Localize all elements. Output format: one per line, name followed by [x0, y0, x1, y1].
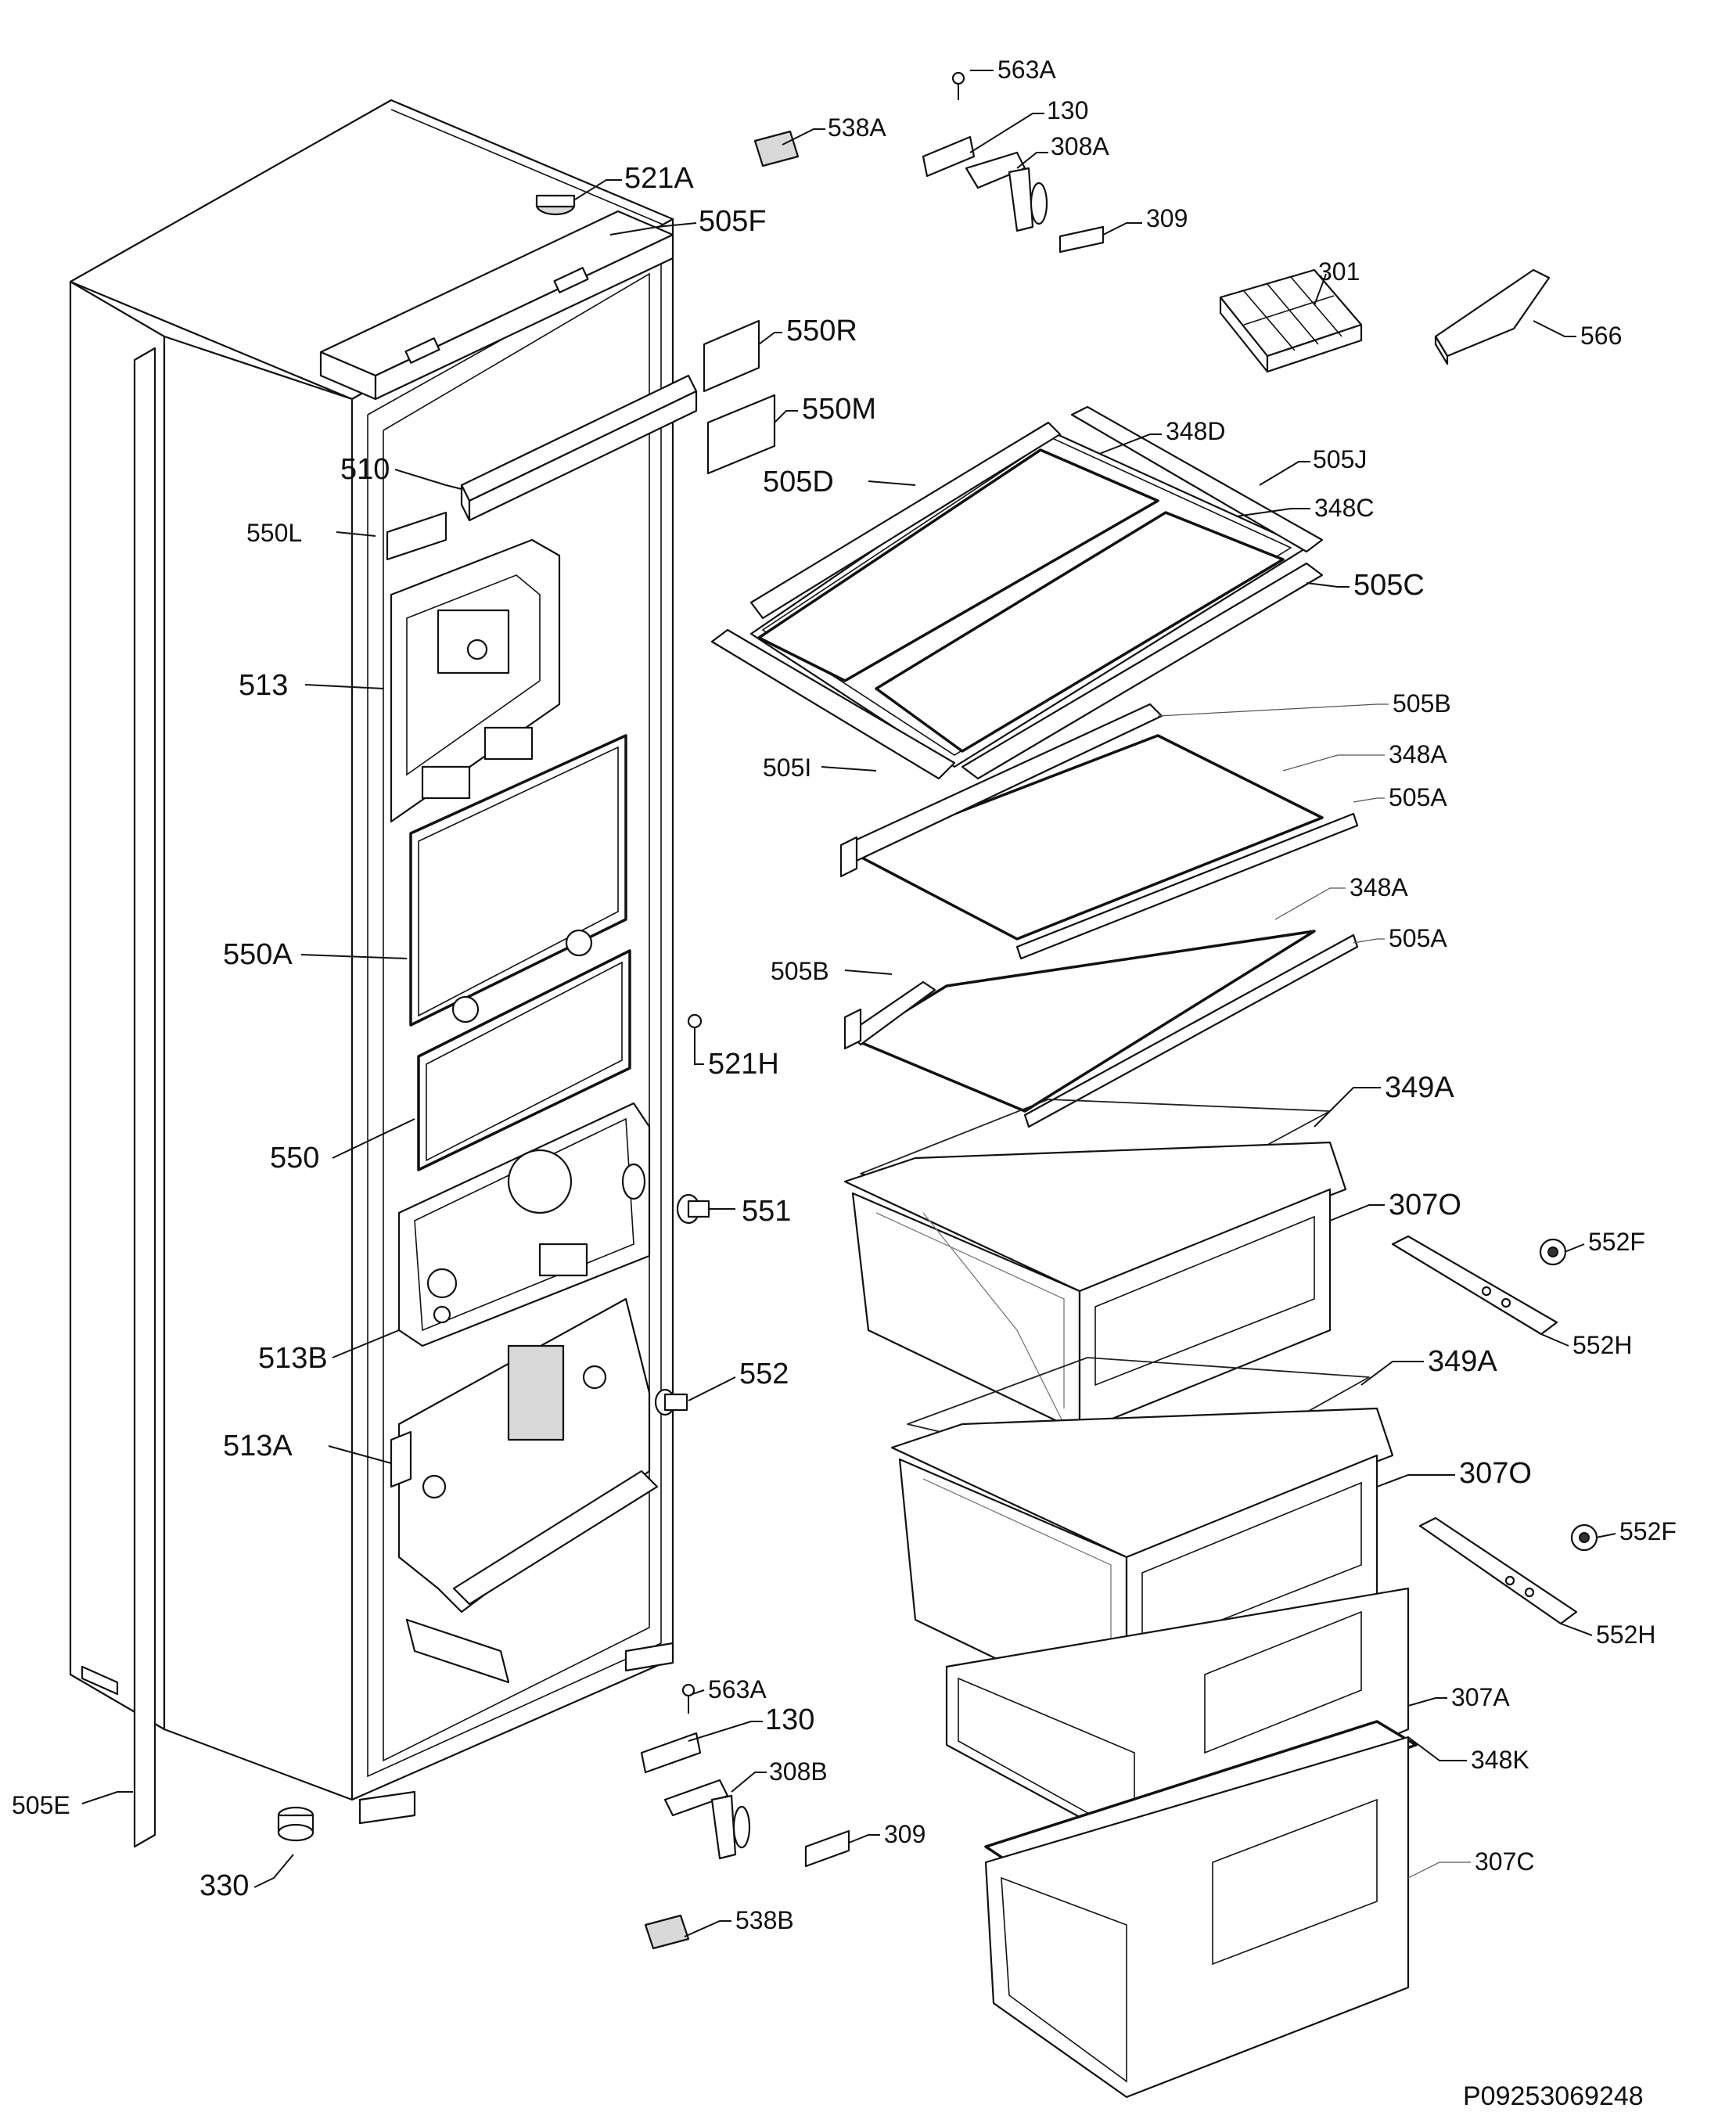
hinge-plate-130-top	[922, 135, 976, 178]
label-308B: 308B	[769, 1757, 828, 1786]
label-348C: 348C	[1314, 494, 1375, 522]
label-307O-top: 307O	[1389, 1189, 1461, 1221]
label-513A: 513A	[223, 1430, 293, 1462]
label-550A: 550A	[223, 938, 293, 971]
label-308A: 308A	[1051, 132, 1109, 160]
sticker-309-top	[1058, 225, 1105, 254]
label-563A-top: 563A	[997, 56, 1056, 84]
label-505B-top: 505B	[1393, 689, 1451, 718]
label-505E: 505E	[12, 1791, 70, 1819]
roller-552f-bottom	[1570, 1523, 1598, 1552]
air-duct-513	[390, 538, 561, 823]
label-349A-bot: 349A	[1428, 1345, 1497, 1378]
drawer-307c	[984, 1736, 1410, 2099]
label-521H: 521H	[708, 1048, 779, 1081]
label-505C: 505C	[1353, 569, 1425, 602]
label-550M: 550M	[802, 393, 876, 426]
label-550R: 550R	[786, 315, 857, 347]
label-349A-top: 349A	[1385, 1071, 1454, 1104]
glass-shelf-348a-bottom	[843, 930, 1359, 1128]
cover-550a	[409, 734, 627, 1027]
document-code: P09253069248	[1463, 2081, 1644, 2111]
cover-550	[417, 949, 631, 1171]
label-348A-top: 348A	[1389, 740, 1447, 768]
label-552: 552	[739, 1358, 789, 1390]
sticker-550r	[703, 319, 760, 393]
label-552H-bot: 552H	[1596, 1621, 1656, 1649]
label-552F-top: 552F	[1588, 1228, 1645, 1256]
scoop-566	[1434, 268, 1551, 365]
sticker-309-bottom	[804, 1829, 850, 1868]
part-labels: 563A 130 538A 308A 521A 309 505F 301 566…	[12, 56, 1677, 2111]
label-505F: 505F	[699, 205, 767, 238]
label-510: 510	[340, 453, 390, 486]
sticker-550l	[386, 511, 447, 561]
side-trim-505e	[133, 347, 156, 1848]
label-550L: 550L	[246, 519, 302, 547]
label-130-bot: 130	[765, 1703, 814, 1736]
hinge-308b	[663, 1779, 751, 1860]
rail-552h-bottom	[1418, 1516, 1578, 1625]
label-348K: 348K	[1471, 1746, 1529, 1774]
screw-563a-top	[951, 71, 965, 100]
pin-551	[676, 1193, 710, 1225]
hinge-308a	[965, 151, 1048, 232]
label-348D: 348D	[1166, 417, 1226, 445]
label-552F-bot: 552F	[1619, 1517, 1677, 1545]
label-301: 301	[1318, 257, 1360, 286]
label-505D: 505D	[763, 466, 834, 498]
label-521A: 521A	[624, 162, 694, 195]
label-505I: 505I	[763, 754, 811, 782]
label-309-bot: 309	[884, 1820, 926, 1848]
leader-lines	[81, 70, 1616, 1937]
hinge-plate-130-bottom	[640, 1732, 702, 1774]
label-505B-mid: 505B	[771, 957, 829, 985]
label-551: 551	[742, 1195, 791, 1228]
screw-563a-bottom	[681, 1683, 695, 1714]
clip-538a	[753, 130, 800, 167]
label-330: 330	[199, 1869, 249, 1902]
label-538B: 538B	[735, 1906, 794, 1934]
label-307A: 307A	[1451, 1683, 1510, 1711]
clip-538b	[644, 1914, 690, 1950]
rail-552h-top	[1391, 1235, 1558, 1336]
label-505J: 505J	[1313, 445, 1367, 473]
ice-tray-301	[1219, 268, 1363, 373]
foot-330	[277, 1806, 314, 1842]
label-566: 566	[1580, 322, 1622, 350]
label-505A-mid: 505A	[1389, 924, 1447, 952]
label-307O-bot: 307O	[1459, 1457, 1532, 1490]
sticker-550m	[706, 394, 776, 475]
roller-552f-top	[1539, 1238, 1567, 1266]
pin-552	[654, 1388, 688, 1416]
cap-521a	[535, 194, 576, 216]
lower-duct-513a	[390, 1297, 659, 1684]
label-505A-top: 505A	[1389, 783, 1447, 811]
label-130-top: 130	[1047, 96, 1088, 124]
label-307C: 307C	[1475, 1847, 1535, 1876]
bar-510	[460, 374, 698, 522]
label-513B: 513B	[258, 1342, 328, 1375]
label-513: 513	[239, 669, 288, 702]
drawer-307o-top	[843, 1141, 1347, 1434]
screw-521h	[687, 1013, 703, 1052]
glass-shelf-348a-top	[839, 703, 1359, 960]
upper-shelf-assembly	[710, 405, 1324, 780]
label-538A: 538A	[828, 113, 886, 142]
label-563A-bot: 563A	[708, 1675, 767, 1703]
label-550: 550	[270, 1142, 319, 1175]
label-552H-top: 552H	[1572, 1331, 1633, 1359]
top-trim-505f	[319, 210, 674, 401]
label-309-top: 309	[1146, 204, 1188, 232]
label-348A-mid: 348A	[1350, 873, 1408, 901]
